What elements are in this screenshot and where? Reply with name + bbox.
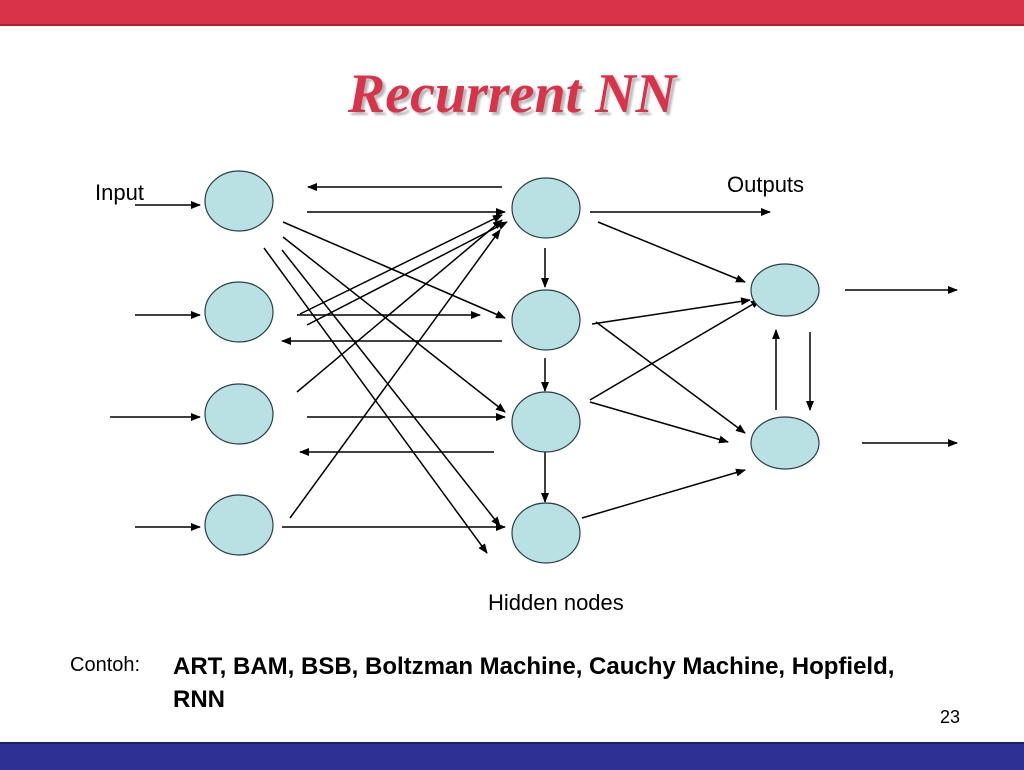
input-hidden-arrow	[282, 236, 506, 413]
input-hidden-arrow	[296, 219, 503, 393]
slide-number: 23	[940, 707, 961, 727]
hidden-node	[511, 289, 581, 351]
outputs-label: Outputs	[727, 172, 805, 197]
connection-arrows	[110, 183, 958, 554]
input-node	[204, 383, 274, 445]
hidden-node	[511, 391, 581, 453]
hidden-node	[511, 177, 581, 239]
input-hidden-arrow	[282, 221, 506, 319]
input-hidden-arrow	[281, 249, 501, 527]
hidden-output-arrow	[595, 321, 746, 434]
example-text: ART, BAM, BSB, Boltzman Machine, Cauchy …	[173, 653, 895, 713]
output-node	[750, 263, 820, 317]
input-hidden-arrow	[306, 221, 508, 326]
hidden-output-arrow	[589, 401, 729, 444]
input-hidden-arrow	[299, 214, 503, 315]
hidden-output-arrow	[597, 221, 746, 283]
input-hidden-arrow	[289, 229, 501, 519]
hidden-output-arrow	[589, 299, 761, 401]
output-node	[750, 416, 820, 470]
hidden-nodes-label: Hidden nodes	[488, 590, 624, 615]
top-accent-bar	[0, 0, 1024, 26]
input-label: Input	[95, 180, 144, 205]
input-node	[204, 494, 274, 556]
example-label: Contoh:	[70, 654, 141, 676]
input-node	[204, 281, 274, 343]
input-node	[204, 170, 274, 232]
hidden-output-arrow	[581, 468, 746, 519]
hidden-output-arrow	[591, 297, 751, 325]
hidden-node	[511, 502, 581, 564]
slide-title: Recurrent NN	[347, 63, 677, 125]
bottom-accent-bar	[0, 742, 1024, 770]
